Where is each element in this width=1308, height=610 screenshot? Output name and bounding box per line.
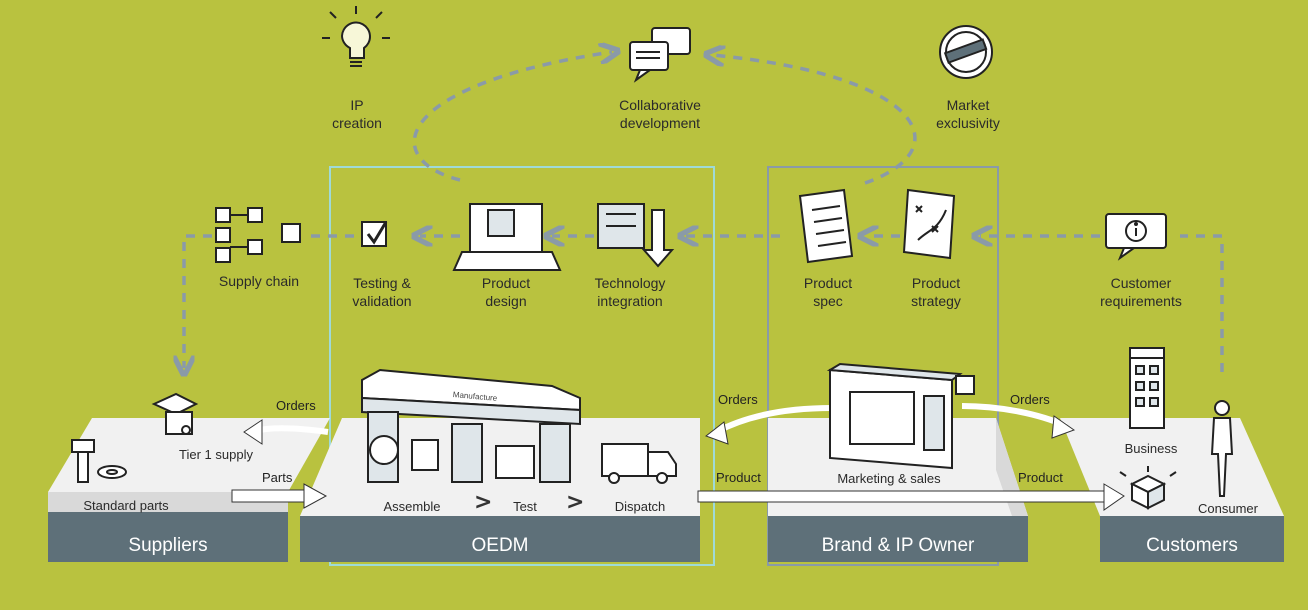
- product-arrowhead: [1103, 483, 1125, 511]
- product-strategy-label: Product strategy: [911, 275, 961, 309]
- exclusive-badge-icon: [939, 25, 993, 79]
- technology-integration-icon: [597, 203, 675, 268]
- product-strategy-icon: [902, 188, 956, 260]
- checkmark-icon: [361, 221, 388, 247]
- delivery-van-icon: [601, 443, 677, 484]
- orders-arrow-brand-oedm: [714, 405, 833, 435]
- orders-label-customers: Orders: [1010, 392, 1050, 407]
- lightbulb-icon: [322, 6, 390, 67]
- brand-ip-owner-title: Brand & IP Owner: [821, 535, 975, 556]
- customers-title: Customers: [1146, 535, 1238, 556]
- ip-creation-label: IP creation: [332, 97, 382, 131]
- orders-label-suppliers: Orders: [276, 398, 316, 413]
- suppliers-title: Suppliers: [128, 535, 208, 556]
- product-arrow-body: [697, 490, 1111, 503]
- parts-arrowhead: [303, 483, 328, 509]
- orders-arrowhead-customer: [1051, 415, 1076, 439]
- product-spec-icon: [798, 188, 854, 264]
- arc-ip-to-collab: [412, 52, 612, 182]
- info-bubble-icon: [1105, 213, 1167, 261]
- dispatch-label: Dispatch: [614, 499, 666, 514]
- orders-arrowhead-oedm: [704, 421, 729, 445]
- standard-parts-icon: [71, 439, 127, 483]
- laptop-icon: [452, 203, 562, 271]
- oedm-boundary: [329, 166, 715, 566]
- parts-arrow-body: [231, 489, 309, 503]
- testing-validation-label: Testing & validation: [352, 275, 412, 309]
- supply-chain-label: Supply chain: [218, 273, 300, 289]
- orders-arrowhead-suppliers: [243, 419, 263, 445]
- standard-parts-label: Standard parts: [83, 498, 169, 513]
- consumer-label: Consumer: [1198, 501, 1258, 516]
- package-icon: [1119, 466, 1177, 510]
- brand-boundary: [767, 166, 999, 566]
- test-label: Test: [513, 499, 537, 514]
- technology-integration-label: Technology integration: [594, 275, 666, 309]
- orders-label-brand: Orders: [718, 392, 758, 407]
- marketing-sales-label: Marketing & sales: [837, 471, 941, 486]
- business-building-icon: [1129, 347, 1165, 429]
- chevron-2: >: [566, 490, 585, 515]
- tier1-supply-label: Tier 1 supply: [179, 447, 253, 462]
- collaborative-development-label: Collaborative development: [619, 97, 701, 131]
- product-label-oedm: Product: [716, 470, 761, 485]
- oedm-title: OEDM: [471, 535, 529, 556]
- arc-market-to-collab: [712, 55, 917, 185]
- factory-icon: [361, 368, 581, 483]
- parts-label: Parts: [262, 470, 293, 485]
- consumer-person-icon: [1210, 400, 1234, 497]
- product-design-label: Product design: [481, 275, 531, 309]
- dashed-customer-to-strategy: [980, 236, 1224, 372]
- product-label-customers: Product: [1018, 470, 1063, 485]
- business-label: Business: [1124, 441, 1178, 456]
- chevron-1: >: [474, 490, 493, 515]
- assemble-label: Assemble: [383, 499, 441, 514]
- supply-chain-icon: [215, 207, 301, 263]
- chat-bubbles-icon: [629, 27, 691, 83]
- customer-requirements-label: Customer requirements: [1100, 275, 1182, 309]
- tier1-supply-icon: [151, 392, 199, 435]
- market-exclusivity-label: Market exclusivity: [936, 97, 1000, 131]
- product-spec-label: Product spec: [803, 275, 853, 309]
- dashed-supply-to-suppliers: [184, 234, 212, 368]
- shop-icon: [826, 362, 975, 470]
